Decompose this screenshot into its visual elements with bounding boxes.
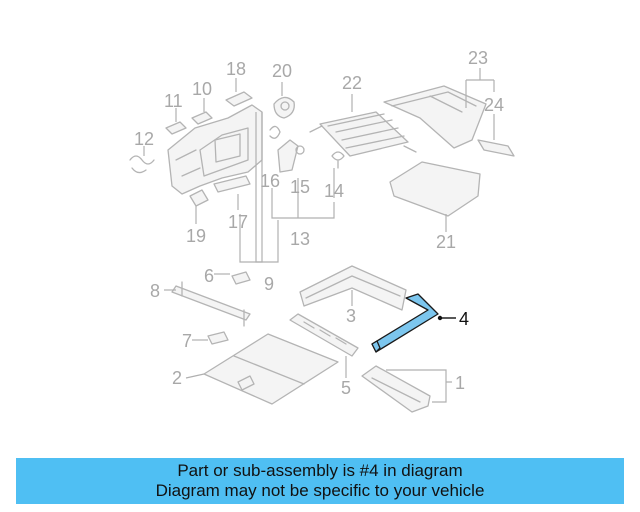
label-3: 3 <box>346 306 356 326</box>
label-9: 9 <box>264 274 274 294</box>
label-17: 17 <box>228 212 248 232</box>
quarter-trim-panel <box>167 104 263 195</box>
leader-line-4 <box>437 315 456 321</box>
label-13: 13 <box>290 229 310 249</box>
label-23: 23 <box>468 48 488 68</box>
label-16: 16 <box>260 171 280 191</box>
label-10: 10 <box>192 79 212 99</box>
part-17-light <box>213 175 251 193</box>
label-11: 11 <box>164 91 183 111</box>
part-8-rail <box>171 281 251 327</box>
label-19: 19 <box>186 226 206 246</box>
label-21: 21 <box>436 232 456 252</box>
label-1: 1 <box>455 373 465 393</box>
part-19-bumper <box>189 189 209 207</box>
part-21-floor-mat <box>389 161 481 217</box>
part-11-clip <box>165 121 187 135</box>
part-1-trim <box>361 365 431 413</box>
part-16-clip <box>269 125 281 139</box>
label-24: 24 <box>484 95 504 115</box>
part-24-bracket <box>477 139 515 157</box>
part-20-speaker-cover <box>273 96 295 119</box>
label-14: 14 <box>324 181 344 201</box>
part-6-pad <box>231 271 251 285</box>
label-6: 6 <box>204 266 214 286</box>
part-14-clip <box>331 151 345 169</box>
part-5-sill-plate <box>289 313 359 357</box>
label-2: 2 <box>172 368 182 388</box>
part-10-clip <box>191 111 213 125</box>
label-7: 7 <box>182 331 192 351</box>
label-15: 15 <box>290 177 310 197</box>
info-banner: Part or sub-assembly is #4 in diagram Di… <box>16 458 624 504</box>
banner-line-2: Diagram may not be specific to your vehi… <box>155 481 485 500</box>
leader-lines <box>143 68 495 403</box>
label-5: 5 <box>341 378 351 398</box>
label-22: 22 <box>342 73 362 93</box>
part-2-floor-board <box>203 333 339 405</box>
part-12-hook <box>129 155 155 174</box>
banner-line-1: Part or sub-assembly is #4 in diagram <box>177 461 463 480</box>
part-22-cover-net <box>309 111 417 157</box>
part-23-cargo-cover <box>383 85 487 149</box>
label-8: 8 <box>150 281 160 301</box>
part-18-bracket <box>225 91 253 107</box>
part-4-highlighted-trim[interactable] <box>371 293 439 353</box>
part-3-side-panel <box>299 265 407 311</box>
label-4[interactable]: 4 <box>459 309 469 329</box>
label-18: 18 <box>226 59 246 79</box>
part-7-pad <box>207 331 229 345</box>
label-12: 12 <box>134 129 154 149</box>
label-20: 20 <box>272 61 292 81</box>
part-15-cover <box>277 139 305 173</box>
